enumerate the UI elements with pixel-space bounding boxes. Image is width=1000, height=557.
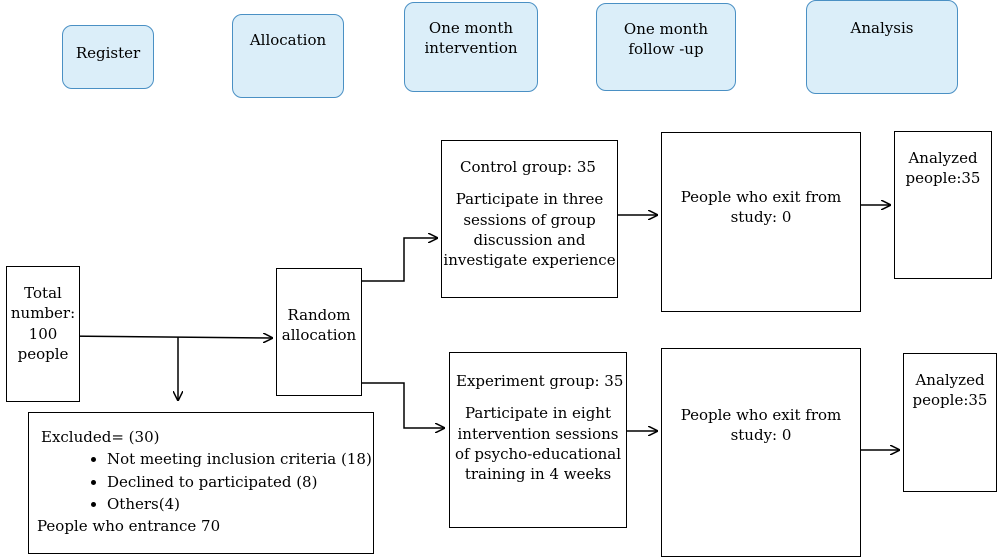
random-allocation-box: Random allocation [276,268,362,396]
arrow-random-to-experiment [362,382,444,428]
experiment-desc-3: of psycho-educational [454,444,622,463]
excluded-reasons-list: Not meeting inclusion criteria (18) Decl… [37,449,373,514]
control-desc-1: Participate in three [455,190,604,209]
total-number-box: Total number: 100 people [6,266,80,402]
control-title: Control group: 35 [460,158,596,176]
analyzed-control-box: Analyzed people:35 [894,131,992,279]
exit-control-line-1: People who exit from [680,188,842,206]
arrow-total-to-random [59,336,272,338]
stage-analysis: Analysis [806,0,958,94]
control-group-box: Control group: 35 Participate in three s… [441,140,618,298]
exit-experiment-line-1: People who exit from [680,406,842,424]
total-line-1: Total [24,284,62,302]
exit-control-line-2: study: 0 [730,208,792,227]
stage-intervention-line-2: intervention [424,38,518,57]
exit-control-box: People who exit from study: 0 [661,132,861,312]
analyzed-experiment-line-2: people:35 [912,391,988,410]
total-line-4: people [17,344,69,363]
analyzed-experiment-line-1: Analyzed [915,371,985,389]
total-line-2: number: [10,304,76,323]
experiment-title: Experiment group: 35 [456,372,624,390]
stage-intervention: One month intervention [404,2,538,92]
exit-experiment-line-2: study: 0 [730,426,792,445]
total-line-3: 100 [28,324,58,343]
analyzed-control-line-2: people:35 [905,169,981,188]
random-line-2: allocation [281,326,357,345]
control-desc-2: sessions of group [463,210,596,229]
excluded-title: Excluded= (30) [41,428,160,446]
exit-experiment-box: People who exit from study: 0 [661,348,861,557]
stage-register-label: Register [75,44,141,62]
excluded-footer: People who entrance 70 [37,517,221,535]
stage-analysis-label: Analysis [850,19,914,37]
stage-allocation: Allocation [232,14,344,98]
stage-register: Register [62,25,154,89]
analyzed-control-line-1: Analyzed [908,149,978,167]
excluded-box: Excluded= (30) Not meeting inclusion cri… [28,412,374,554]
stage-followup-line-2: follow -up [628,39,704,58]
stage-allocation-label: Allocation [249,31,327,49]
stage-intervention-line-1: One month [428,19,514,37]
experiment-desc-4: training in 4 weeks [464,465,612,483]
excluded-reason-2: Declined to participated (8) [107,472,373,492]
analyzed-experiment-box: Analyzed people:35 [903,353,997,492]
random-line-1: Random [287,306,351,324]
stage-followup: One month follow -up [596,3,736,91]
arrow-random-to-control [362,238,437,282]
control-desc-4: investigate experience [443,251,616,269]
control-desc-3: discussion and [473,230,586,249]
experiment-group-box: Experiment group: 35 Participate in eigh… [449,352,627,528]
stage-followup-line-1: One month [623,20,709,38]
experiment-desc-2: intervention sessions [457,424,619,443]
excluded-reason-3: Others(4) [107,494,373,514]
experiment-desc-1: Participate in eight [465,404,611,423]
excluded-reason-1: Not meeting inclusion criteria (18) [107,449,373,469]
